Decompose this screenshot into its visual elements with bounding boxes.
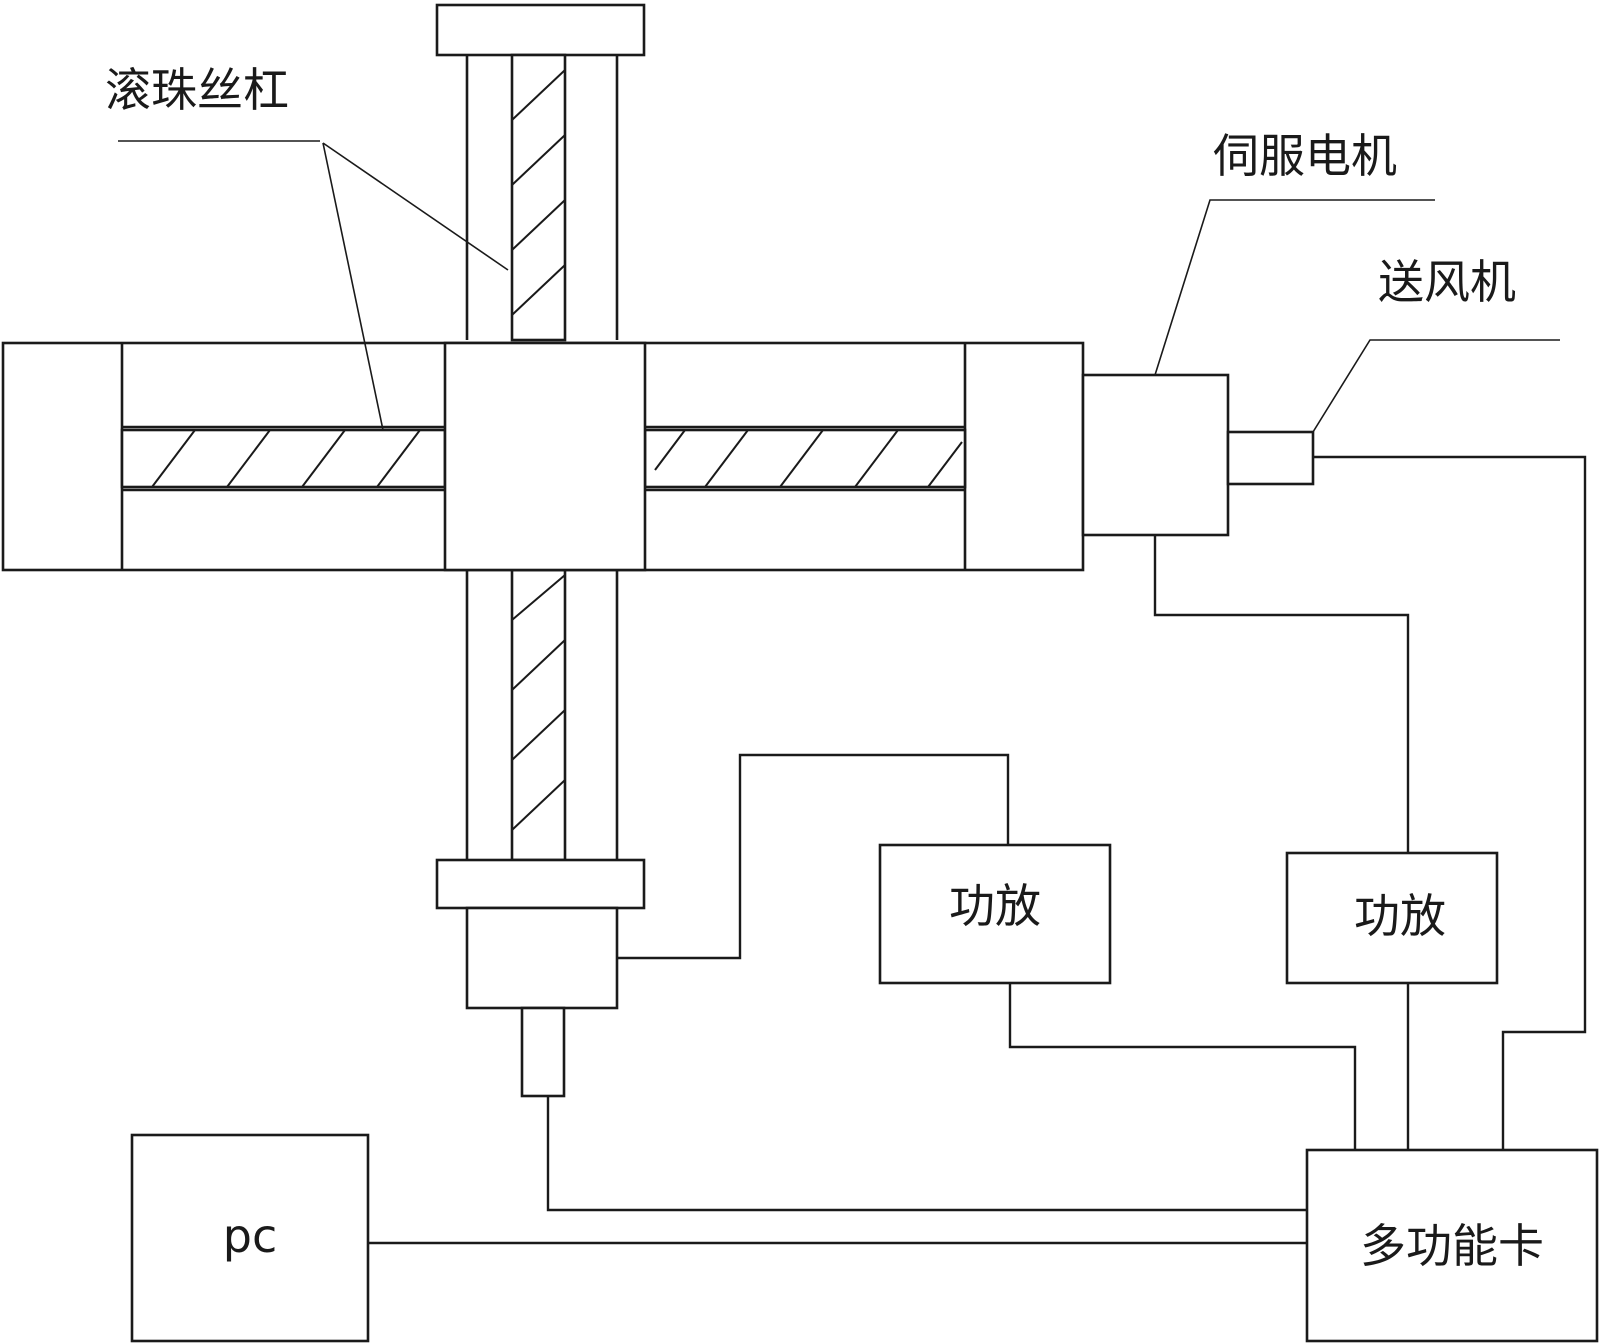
- ball-screw-leader-vertical: [322, 142, 509, 271]
- tool-head-body: [465, 906, 619, 1010]
- blower-leader: [1312, 339, 1560, 433]
- power-amp-box-1: [878, 843, 1112, 985]
- vertical-ball-screw-bottom: [510, 568, 567, 862]
- power-amp-label-2: 功放: [1354, 889, 1446, 943]
- wire-servo-to-amp2: [1153, 535, 1410, 853]
- blower-label: 送风机: [1378, 255, 1516, 309]
- leaders: [118, 140, 1560, 433]
- ball-screw-label: 滚珠丝杠: [105, 63, 289, 117]
- pc-box: [130, 1133, 370, 1343]
- tool-head: [465, 906, 619, 1098]
- servo-motor-leader: [1154, 199, 1435, 376]
- blower-block: [1226, 430, 1315, 486]
- tool-head-nozzle: [520, 1006, 566, 1098]
- vertical-ball-screw-top: [510, 53, 567, 342]
- multifunction-card-box: [1305, 1148, 1599, 1343]
- horizontal-ball-screw-left-hatching: [151, 429, 421, 488]
- pc-label: pc: [223, 1209, 278, 1263]
- wire-amp1-to-card: [1008, 983, 1357, 1150]
- ball-screw-leader-horizontal: [322, 142, 384, 431]
- vertical-ball-screw-top-hatching: [511, 69, 566, 316]
- carriage-block: [443, 341, 647, 572]
- vertical-top-cap: [435, 3, 646, 57]
- wire-tool-to-amp1: [617, 753, 1010, 960]
- multifunction-card-label: 多功能卡: [1360, 1219, 1544, 1273]
- power-amp-label-1: 功放: [949, 879, 1041, 933]
- horizontal-ball-screw-right: [643, 428, 967, 489]
- servo-motor-label: 伺服电机: [1213, 129, 1397, 183]
- wire-blower-to-card: [1313, 455, 1587, 1150]
- horizontal-ball-screw-left: [120, 428, 447, 489]
- servo-motor-block: [1081, 373, 1230, 537]
- horizontal-axis: [1, 341, 1085, 572]
- power-amp-box-2: [1285, 851, 1499, 985]
- wire-nozzle-to-card: [546, 1096, 1307, 1212]
- wiring: [368, 455, 1587, 1245]
- horizontal-ball-screw-right-hatching: [654, 429, 963, 488]
- vertical-bottom-cap: [435, 858, 646, 910]
- vertical-ball-screw-bottom-hatching: [511, 574, 566, 831]
- vertical-axis: [435, 3, 646, 910]
